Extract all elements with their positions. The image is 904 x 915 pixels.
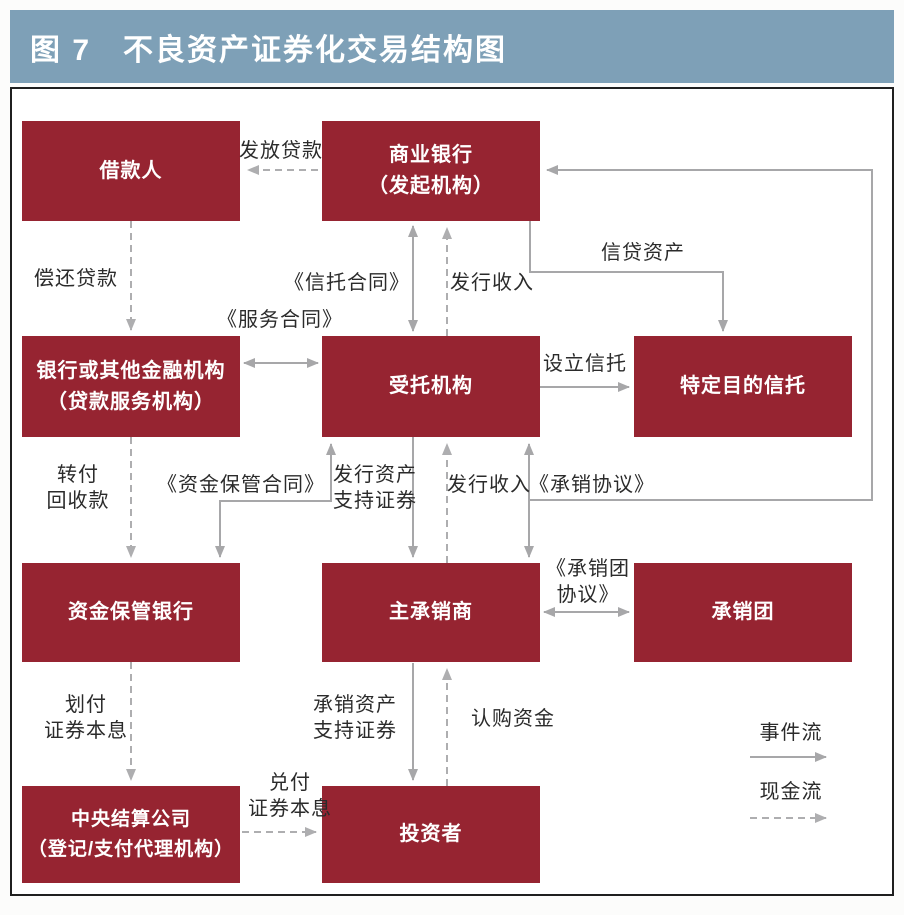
edge-label-issue-abs: 发行资产 支持证券: [333, 464, 417, 512]
edge-label-issuance-income-top: 发行收入: [450, 272, 534, 294]
edge-label-repay-loans: 偿还贷款: [34, 268, 118, 290]
legend-event-flow-label: 事件流: [759, 722, 823, 744]
connector-credit-assets: [529, 221, 728, 332]
node-borrower: 借款人: [22, 121, 240, 221]
node-underwriting-syndicate: 承销团: [634, 563, 852, 662]
edge-label-transfer-collections: 转付 回收款: [46, 464, 110, 512]
node-custodian-bank: 资金保管银行: [22, 563, 240, 662]
edge-label-syndicate-agreement: 《承销团 协议》: [546, 558, 630, 606]
edge-label-subscription-funds: 认购资金: [471, 708, 555, 730]
edge-label-fund-custody-contract: 《资金保管合同》: [157, 474, 325, 496]
edge-label-issuance-income-mid: 发行收入: [447, 474, 531, 496]
connector-fund-custody-contract: [215, 443, 336, 558]
diagram-frame: [10, 87, 894, 896]
node-commercial-bank: 商业银行 （发起机构）: [322, 121, 540, 221]
edge-label-credit-assets: 信贷资产: [601, 242, 685, 264]
edge-label-underwriting-agreement: 《承销协议》: [529, 474, 655, 496]
node-investors: 投资者: [322, 786, 540, 883]
edge-label-issue-loans: 发放贷款: [239, 140, 323, 162]
node-central-clearing: 中央结算公司 （登记/支付代理机构）: [22, 786, 240, 883]
figure-title: 图 7 不良资产证券化交易结构图: [30, 33, 508, 67]
edge-label-service-contract: 《服务合同》: [217, 309, 343, 331]
node-special-purpose-trust: 特定目的信托: [634, 336, 852, 437]
edge-label-transfer-principal-interest: 划付 证券本息: [44, 694, 128, 742]
node-loan-servicer: 银行或其他金融机构 （贷款服务机构）: [22, 336, 240, 437]
connector-income-to-originator: [529, 165, 873, 501]
edge-label-establish-trust: 设立信托: [543, 353, 627, 375]
edge-label-underwrite-abs: 承销资产 支持证券: [313, 694, 397, 742]
legend-cash-flow-label: 现金流: [759, 781, 823, 803]
node-trustee: 受托机构: [322, 336, 540, 437]
edge-label-redeem-principal-interest: 兑付 证券本息: [248, 772, 332, 820]
edge-label-trust-contract: 《信托合同》: [284, 272, 410, 294]
node-lead-underwriter: 主承销商: [322, 563, 540, 662]
figure-title-bar: 图 7 不良资产证券化交易结构图: [10, 10, 894, 83]
